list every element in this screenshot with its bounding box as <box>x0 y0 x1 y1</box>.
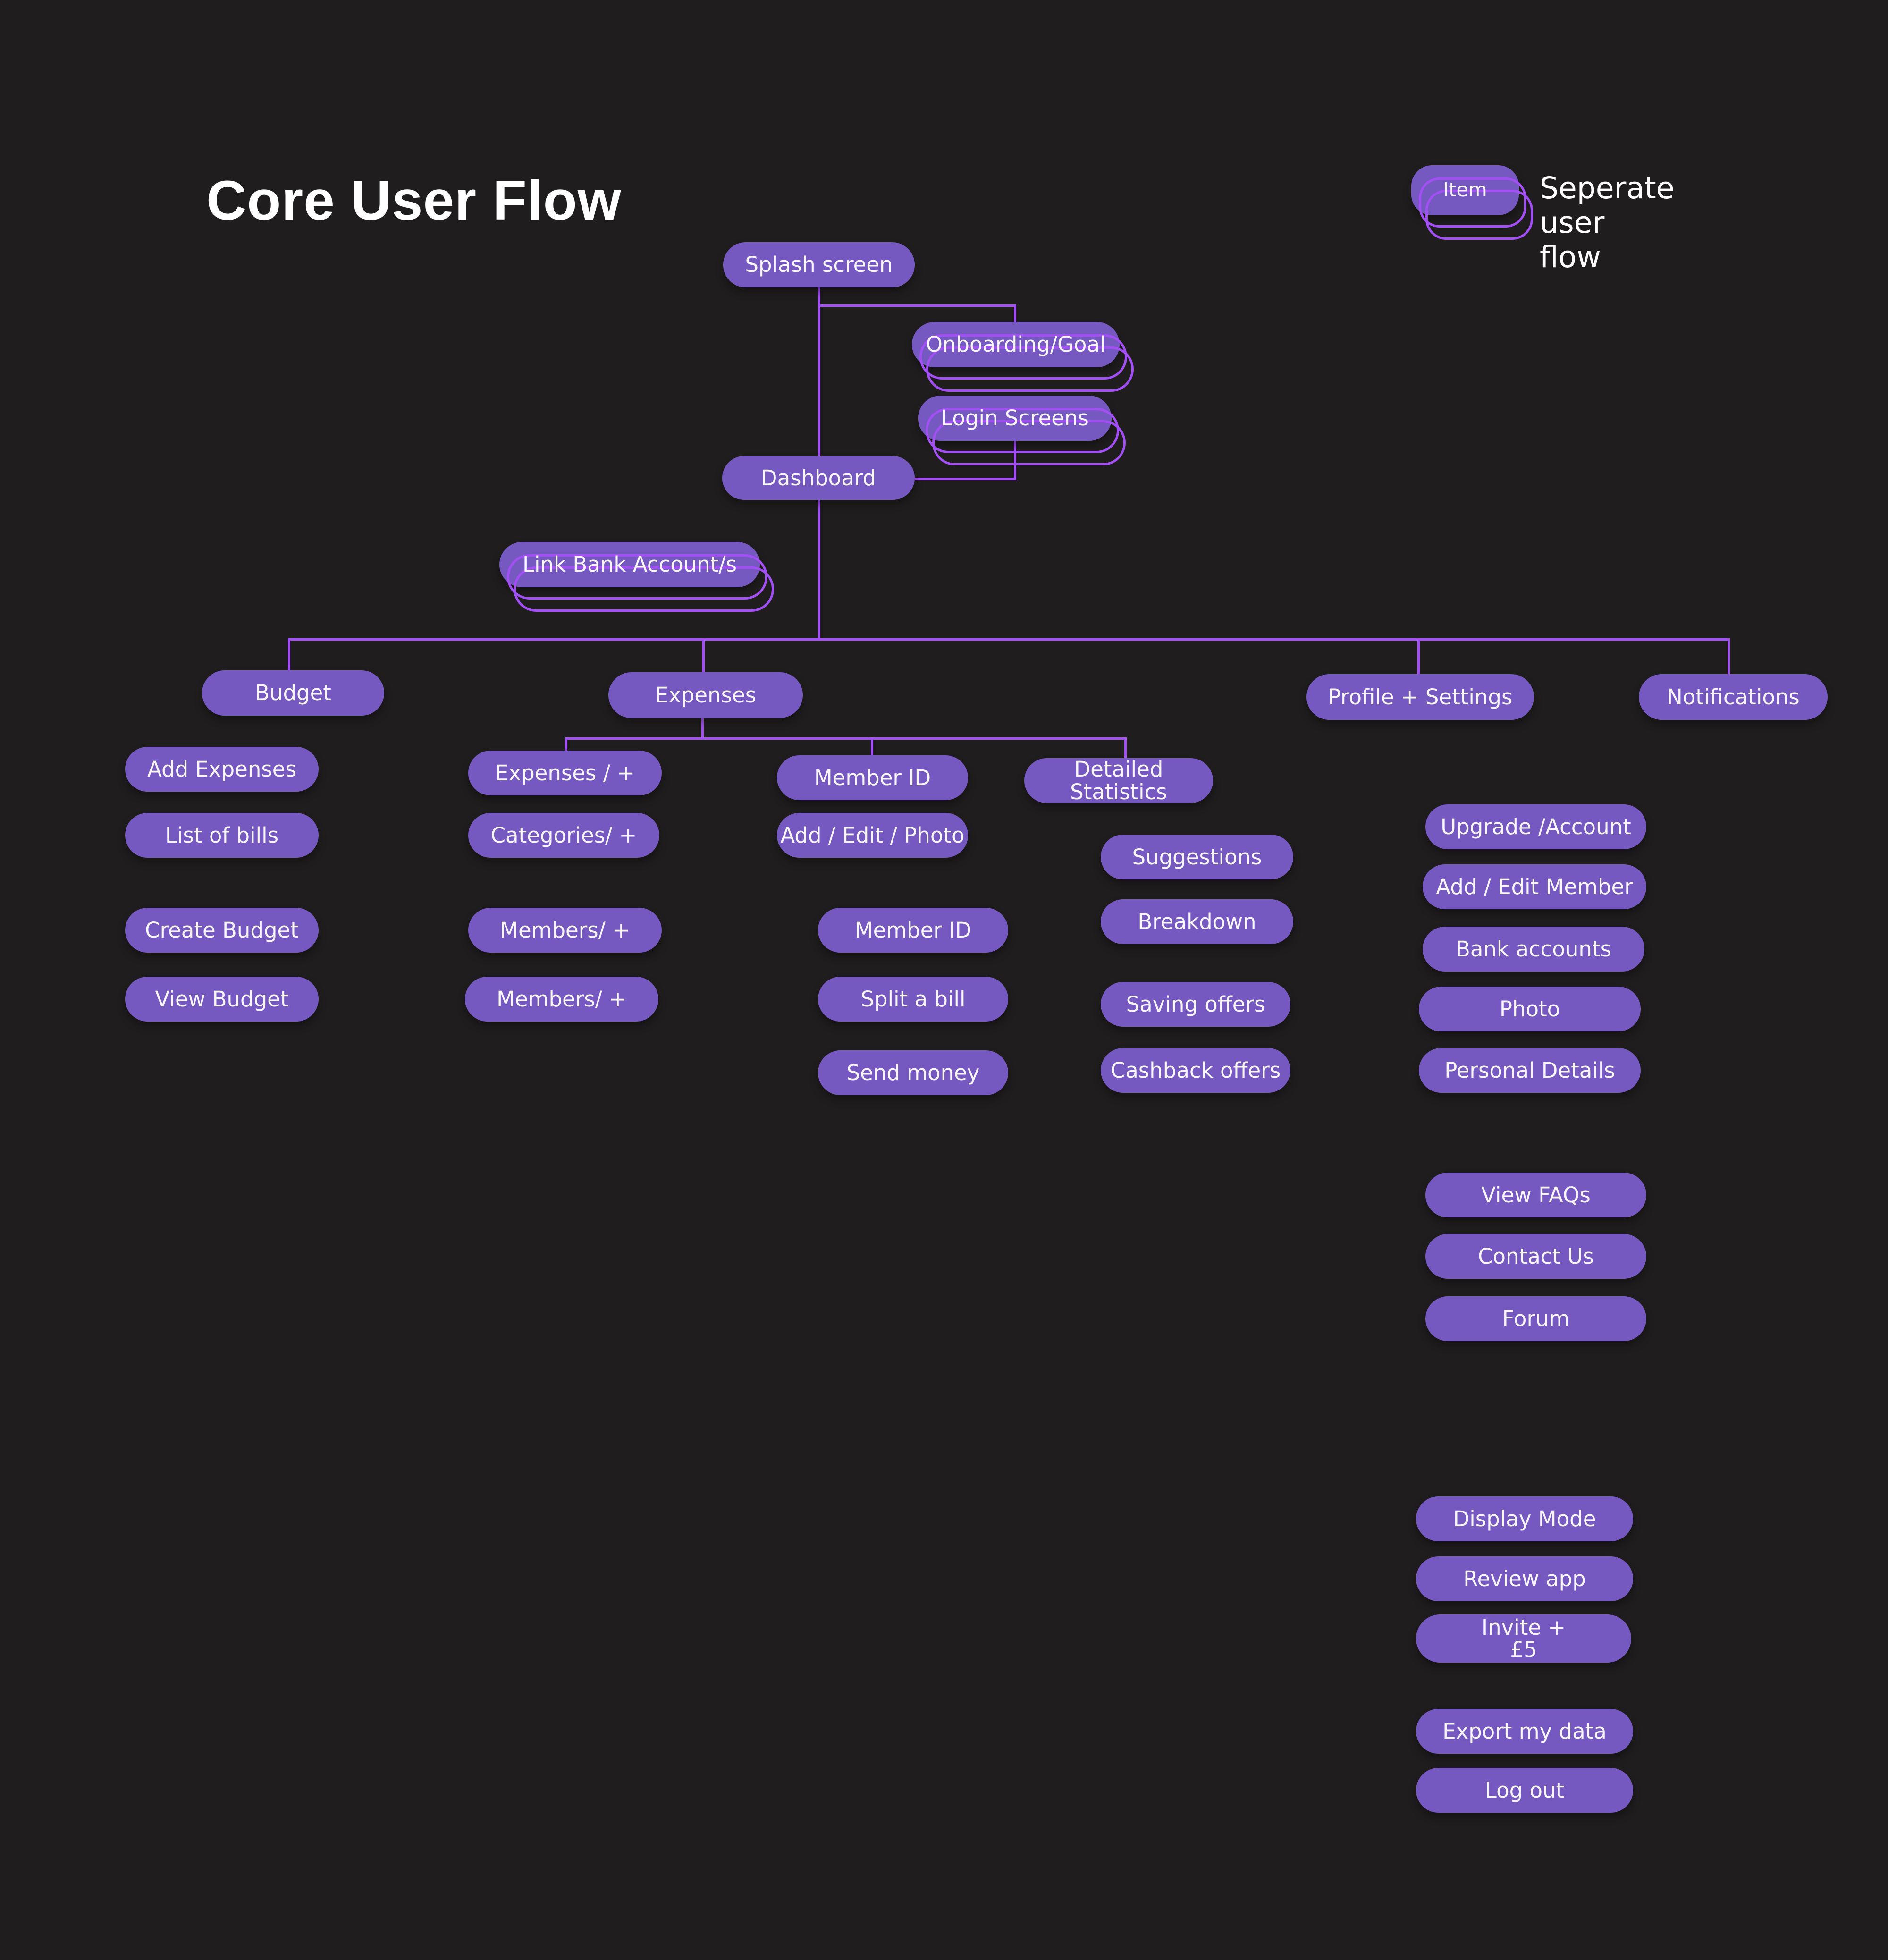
dashboard-node[interactable]: Dashboard <box>722 456 915 500</box>
notifications-node[interactable]: Notifications <box>1639 674 1828 720</box>
categories-plus-node[interactable]: Categories/ + <box>468 813 659 858</box>
main-rail-h-connector <box>288 638 1730 641</box>
view-budget-node[interactable]: View Budget <box>125 977 319 1022</box>
profile-drop-v-connector <box>1417 638 1420 674</box>
members-plus-1-node[interactable]: Members/ + <box>468 908 662 953</box>
view-faqs-node[interactable]: View FAQs <box>1425 1173 1646 1217</box>
display-mode-node[interactable]: Display Mode <box>1416 1496 1633 1541</box>
member-id-node[interactable]: Member ID <box>818 908 1008 953</box>
add-edit-member-node[interactable]: Add / Edit Member <box>1423 864 1646 909</box>
budget-drop-v-connector <box>288 638 290 670</box>
add-expenses-node[interactable]: Add Expenses <box>125 747 319 792</box>
cashback-offers-node[interactable]: Cashback offers <box>1101 1048 1290 1093</box>
expenses-plus-drop-v-connector <box>565 737 567 751</box>
saving-offers-node[interactable]: Saving offers <box>1101 982 1290 1027</box>
export-my-data-node[interactable]: Export my data <box>1416 1709 1633 1754</box>
onboarding-branch-h-connector <box>818 304 1016 307</box>
split-a-bill-node[interactable]: Split a bill <box>818 977 1008 1022</box>
expenses-node[interactable]: Expenses <box>608 672 803 718</box>
dashboard-to-rail-v-connector <box>818 500 820 640</box>
legend-description: Seperate user flow <box>1540 171 1675 274</box>
detailed-statistics-node[interactable]: Detailed Statistics <box>1024 758 1213 803</box>
login-to-dashboard-h-connector <box>915 478 1016 480</box>
list-of-bills-node[interactable]: List of bills <box>125 813 319 858</box>
member-id-drop-v-connector <box>871 737 873 755</box>
login-screens-node[interactable]: Login Screens <box>918 396 1112 441</box>
notifications-drop-v-connector <box>1728 638 1730 674</box>
page-title: Core User Flow <box>206 169 622 232</box>
detailed-stats-drop-v-connector <box>1124 737 1127 758</box>
profile-settings-node[interactable]: Profile + Settings <box>1306 674 1534 720</box>
photo-node[interactable]: Photo <box>1419 987 1641 1031</box>
review-app-node[interactable]: Review app <box>1416 1556 1633 1601</box>
budget-node[interactable]: Budget <box>202 670 384 716</box>
expenses-plus-node[interactable]: Expenses / + <box>468 751 662 795</box>
forum-node[interactable]: Forum <box>1425 1296 1646 1341</box>
log-out-node[interactable]: Log out <box>1416 1768 1633 1813</box>
suggestions-node[interactable]: Suggestions <box>1101 835 1293 879</box>
invite-plus-5-node[interactable]: Invite + £5 <box>1416 1614 1631 1663</box>
bank-accounts-node[interactable]: Bank accounts <box>1423 927 1644 972</box>
sub-rail-h-connector <box>565 737 1127 740</box>
onboarding-goal-node[interactable]: Onboarding/Goal <box>912 322 1120 367</box>
add-edit-photo-node[interactable]: Add / Edit / Photo <box>777 813 968 858</box>
splash-to-dashboard-v-connector <box>818 287 820 456</box>
contact-us-node[interactable]: Contact Us <box>1425 1234 1646 1279</box>
legend-item-pill: Item <box>1411 165 1519 215</box>
link-bank-accounts-node[interactable]: Link Bank Account/s <box>499 542 760 587</box>
upgrade-account-node[interactable]: Upgrade /Account <box>1425 804 1646 849</box>
send-money-node[interactable]: Send money <box>818 1050 1008 1095</box>
members-plus-2-node[interactable]: Members/ + <box>465 977 658 1022</box>
create-budget-node[interactable]: Create Budget <box>125 908 319 953</box>
splash-screen-node[interactable]: Splash screen <box>723 242 915 287</box>
personal-details-node[interactable]: Personal Details <box>1419 1048 1641 1093</box>
breakdown-node[interactable]: Breakdown <box>1101 899 1293 944</box>
member-id-group-node[interactable]: Member ID <box>777 755 968 800</box>
expenses-drop-v-connector <box>702 638 705 672</box>
onboarding-branch-v-connector <box>1014 304 1016 322</box>
expenses-to-subrail-v-connector <box>701 718 704 739</box>
